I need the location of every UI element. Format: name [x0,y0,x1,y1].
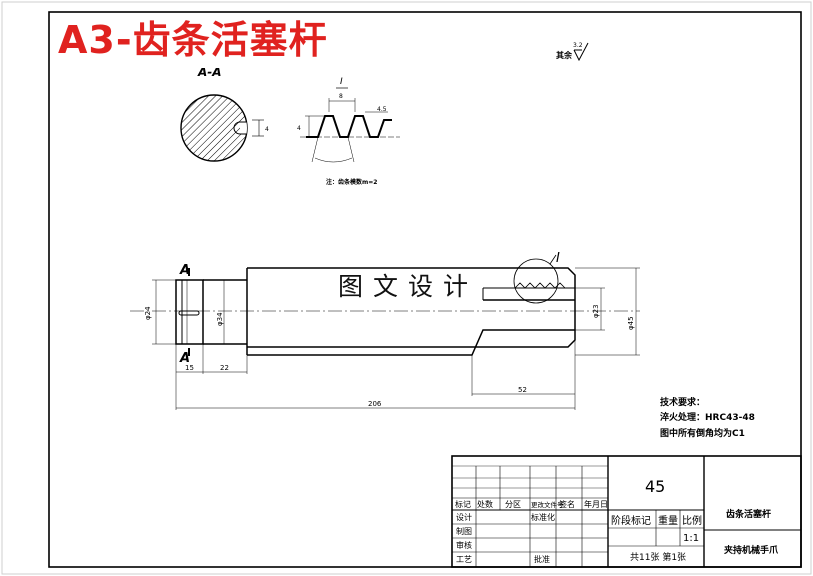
tb-row-process: 工艺 [456,555,472,564]
tb-weight-label: 重量 [658,514,678,527]
tb-row-draw: 制图 [456,526,472,536]
section-marker-bottom: A [179,351,190,366]
title-banner [54,16,384,68]
tb-header-0: 标记 [455,499,471,509]
title-block [451,455,802,568]
detail-dim-left: 4 [297,125,301,132]
tb-scale: 1:1 [683,533,699,544]
dim-dia-left: φ24 [144,306,152,320]
tb-part-name: 齿条活塞杆 [726,508,771,520]
dim-len-total: 206 [368,400,382,408]
tb-row-design: 设计 [456,512,472,522]
dim-dia-mid: φ34 [216,312,224,326]
tb-approve: 批准 [534,554,550,564]
section-marker-top: A [179,263,190,278]
tb-header-4: 签名 [559,499,575,509]
tb-header-5: 年月日 [584,499,608,509]
dim-len-52: 52 [518,386,527,394]
tb-header-2: 分区 [505,500,521,509]
detail-view-label: I [340,77,343,87]
main-view [130,258,640,356]
tb-row-review: 审核 [456,540,472,550]
tb-scale-label: 比例 [682,514,702,527]
tb-standardize: 标准化 [531,512,555,522]
title-block-text: 标记 处数 分区 更改文件号 签名 年月日 设计 标准化 制图 审核 工艺 批准… [455,477,779,564]
tb-part-no: 45 [645,477,665,496]
detail-marker: I [556,251,560,266]
section-view-a-a: A-A 4 [180,65,269,162]
detail-view-i: I 8 4.5 4 注：齿条模数m=2 [297,77,400,186]
section-key-dim: 4 [265,126,269,133]
inner-border [48,11,802,568]
tb-sheets: 共11张 第1张 [630,551,686,563]
tb-header-3: 更改文件号 [531,500,564,509]
detail-dim-top: 8 [339,93,343,100]
tech-requirements: 技术要求： 淬火处理：HRC43-48 图中所有倒角均为C1 [660,396,755,439]
dim-len-22: 22 [220,364,229,372]
dim-len-15: 15 [185,364,194,372]
detail-dim-right: 4.5 [377,106,387,113]
tb-header-1: 处数 [477,499,493,509]
tech-line-2: 图中所有倒角均为C1 [660,427,745,439]
roughness-symbol: 其余 3.2 [556,42,589,62]
tech-heading: 技术要求： [660,396,705,408]
dim-dia-right: φ45 [627,316,635,330]
dim-dia-inner: φ23 [592,304,600,318]
detail-note: 注：齿条模数m=2 [326,178,377,186]
section-view-label: A-A [197,65,222,79]
drawing-title: A3-齿条活塞杆 [58,18,328,62]
tb-stage-label: 阶段标记 [611,514,651,527]
roughness-label: 其余 [556,50,573,60]
watermark: 图文设计 [338,270,479,304]
roughness-value: 3.2 [573,42,583,49]
tb-company: 夹持机械手爪 [724,544,779,556]
main-view-labels: A A I φ24 φ34 φ23 φ45 15 22 52 206 [144,251,640,410]
tech-line-1: 淬火处理：HRC43-48 [660,411,755,423]
